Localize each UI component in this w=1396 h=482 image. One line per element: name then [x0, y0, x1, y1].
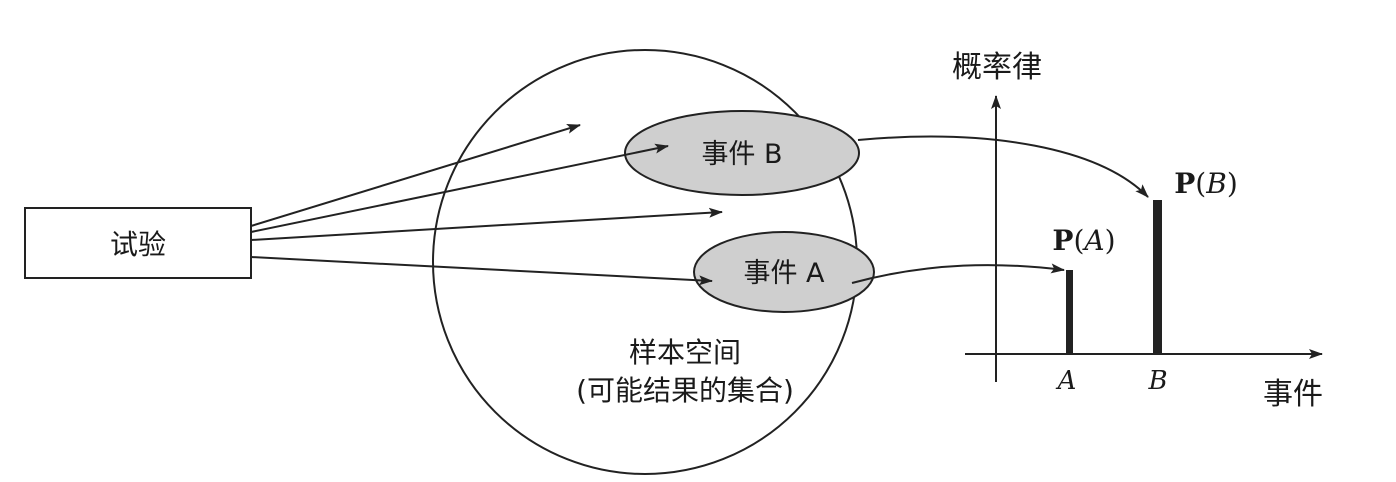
bar-a — [1066, 270, 1073, 354]
tick-label-a: A — [1056, 366, 1077, 396]
sample-space-title: 样本空间 — [629, 336, 741, 369]
sample-space-subtitle: (可能结果的集合) — [576, 374, 794, 407]
tick-label-b: B — [1147, 366, 1167, 396]
outcome-arrow-2 — [250, 143, 669, 233]
prob-a-label: P(A) — [1052, 224, 1115, 257]
y-axis-label: 概率律 — [952, 50, 1042, 85]
experiment-box: 试验 — [24, 207, 252, 279]
x-axis-label: 事件 — [1263, 377, 1323, 412]
outcome-arrow-4 — [250, 256, 713, 286]
outcome-arrow-3 — [250, 207, 723, 241]
prob-b-label: P(B) — [1174, 167, 1238, 200]
event-a-label: 事件 A — [743, 258, 825, 289]
outcome-arrow-1 — [250, 124, 581, 227]
event-b-to-bar-arrow — [857, 135, 1149, 198]
event-a-ellipse — [693, 231, 875, 313]
experiment-label: 试验 — [110, 228, 166, 261]
event-a-to-bar-arrow — [851, 263, 1065, 284]
event-b-ellipse — [624, 110, 860, 196]
event-b-label: 事件 B — [701, 139, 782, 170]
bar-b — [1153, 200, 1162, 354]
